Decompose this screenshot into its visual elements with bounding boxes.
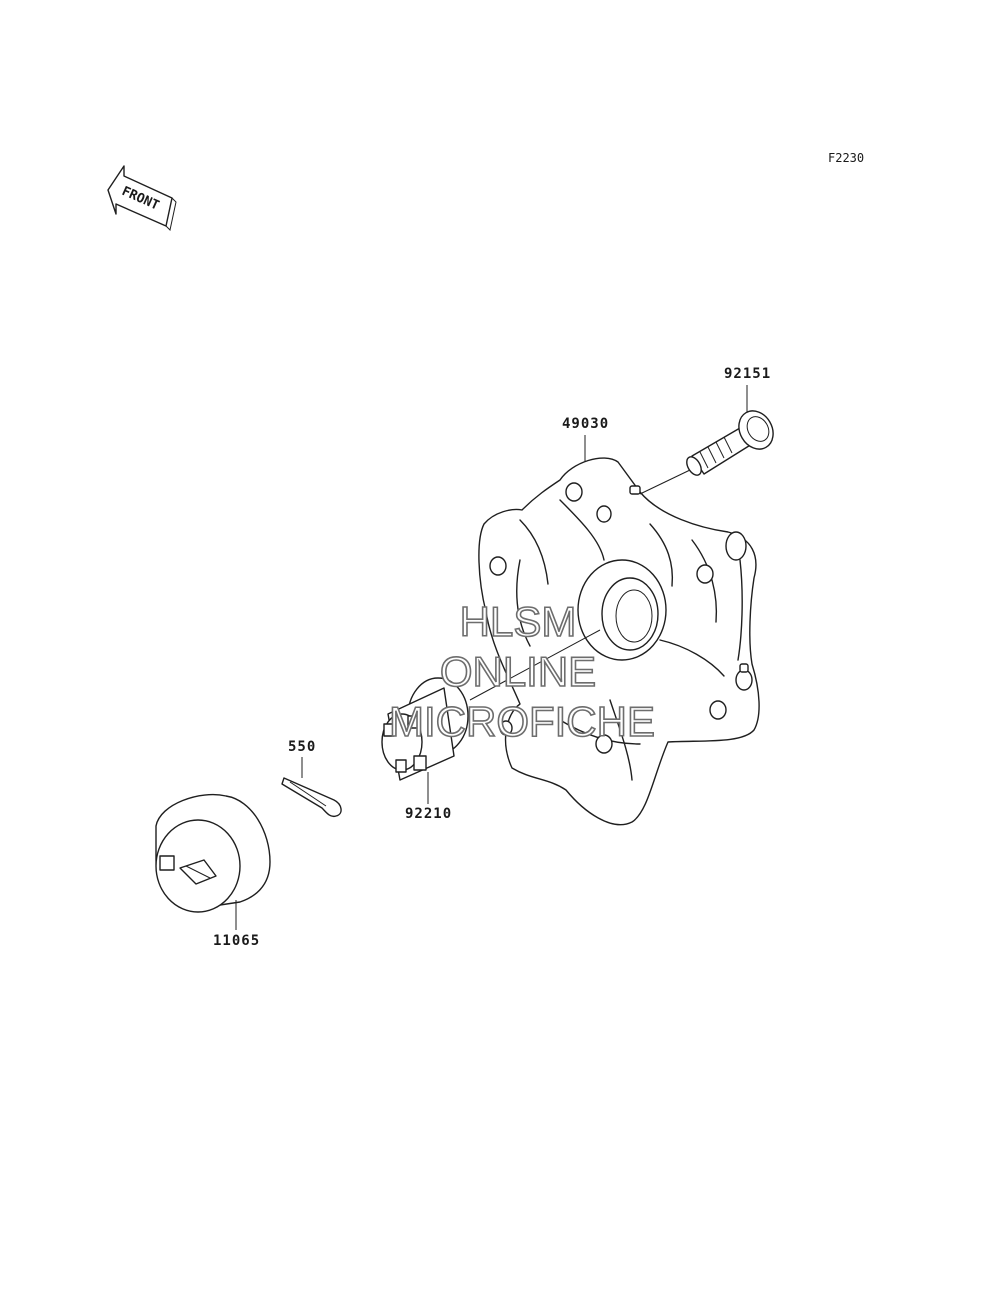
watermark-line3: MICROFICHE [389, 698, 655, 745]
part-number: 92151 [724, 366, 771, 382]
castle-nut-92210 [381, 677, 469, 781]
front-arrow-icon: FRONT [107, 165, 177, 232]
watermark-line1: HLSM [460, 598, 577, 645]
label-92151: 92151 [724, 366, 771, 412]
cotter-pin-550 [281, 777, 342, 818]
watermark: HLSM ONLINE MICROFICHE [388, 597, 656, 746]
figure-code: F2230 [828, 151, 864, 165]
part-number: 550 [288, 739, 316, 755]
axis-line [639, 469, 691, 495]
hub-49030 [478, 457, 760, 826]
part-number: 49030 [562, 416, 609, 432]
part-number: 11065 [213, 933, 260, 949]
label-92210: 92210 [405, 772, 452, 822]
watermark-line2: ONLINE [440, 648, 596, 695]
stud-bolt-92151 [686, 410, 774, 476]
label-550: 550 [288, 739, 316, 778]
axis-line [469, 629, 601, 701]
label-49030: 49030 [562, 416, 609, 462]
label-11065: 11065 [213, 900, 260, 949]
cap-11065 [155, 794, 271, 913]
part-number: 92210 [405, 806, 452, 822]
